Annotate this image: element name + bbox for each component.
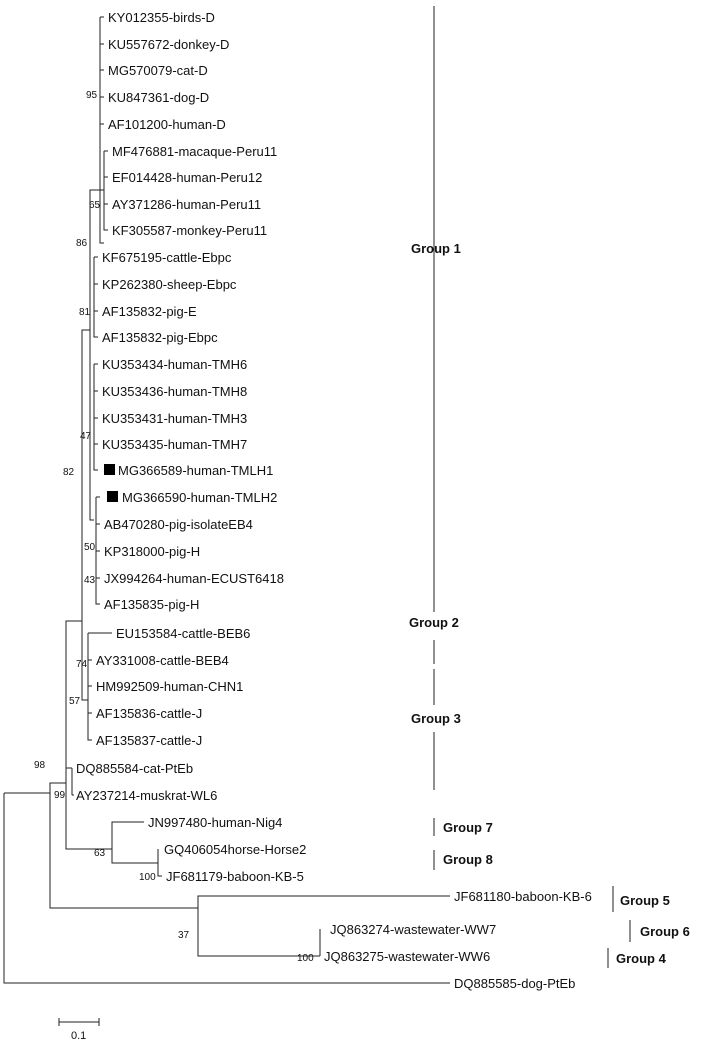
group-label: Group 3: [411, 711, 461, 726]
leaf-label: KU353435-human-TMH7: [102, 437, 247, 452]
leaf-label: JF681179-baboon-KB-5: [166, 869, 304, 884]
leaf-label: AY331008-cattle-BEB4: [96, 653, 229, 668]
group-label: Group 5: [620, 893, 670, 908]
group-label: Group 6: [640, 924, 690, 939]
leaf-label: MG570079-cat-D: [108, 63, 208, 78]
leaf-label: KU353431-human-TMH3: [102, 411, 247, 426]
leaf-label: AF135835-pig-H: [104, 597, 199, 612]
bootstrap-value: 63: [94, 848, 106, 859]
bootstrap-value: 99: [54, 790, 66, 801]
leaf-label: AF101200-human-D: [108, 117, 226, 132]
leaf-label: EU153584-cattle-BEB6: [116, 626, 250, 641]
tree-branches: [3, 16, 450, 984]
bootstrap-value: 100: [297, 953, 314, 964]
leaf-label: JX994264-human-ECUST6418: [104, 571, 284, 586]
scale-bar-label: 0.1: [71, 1030, 86, 1042]
group-label: Group 1: [411, 241, 461, 256]
leaf-label: DQ885584-cat-PtEb: [76, 761, 193, 776]
leaf-label: MG366589-human-TMLH1: [118, 463, 273, 478]
leaf-label: KP318000-pig-H: [104, 544, 200, 559]
leaf-label: JN997480-human-Nig4: [148, 815, 282, 830]
bootstrap-value: 82: [63, 467, 75, 478]
leaf-label: AF135837-cattle-J: [96, 733, 202, 748]
leaf-label: KY012355-birds-D: [108, 10, 215, 25]
leaf-label: GQ406054horse-Horse2: [164, 842, 306, 857]
bootstrap-value: 37: [178, 930, 190, 941]
bootstrap-value: 47: [80, 431, 92, 442]
leaf-label: EF014428-human-Peru12: [112, 170, 262, 185]
leaf-label: DQ885585-dog-PtEb: [454, 976, 575, 991]
bootstrap-value: 43: [84, 575, 96, 586]
group-label: Group 8: [443, 852, 493, 867]
leaf-label: MF476881-macaque-Peru11: [112, 144, 277, 159]
leaf-label: MG366590-human-TMLH2: [122, 490, 277, 505]
leaf-label: KF675195-cattle-Ebpc: [102, 250, 232, 265]
bootstrap-value: 98: [34, 760, 46, 771]
leaf-label: KP262380-sheep-Ebpc: [102, 277, 237, 292]
leaf-label: KF305587-monkey-Peru11: [112, 223, 267, 238]
group-label: Group 7: [443, 820, 493, 835]
bootstrap-value: 95: [86, 90, 98, 101]
group-brackets: Group 1 Group 2 Group 3 Group 7 Group 8 …: [409, 6, 690, 968]
bootstrap-value: 86: [76, 238, 88, 249]
leaf-label: JF681180-baboon-KB-6: [454, 889, 592, 904]
leaf-label: KU353434-human-TMH6: [102, 357, 247, 372]
sequence-marker-icon: [104, 464, 115, 475]
leaf-label: AB470280-pig-isolateEB4: [104, 517, 253, 532]
bootstrap-value: 81: [79, 307, 91, 318]
leaf-label: AF135832-pig-Ebpc: [102, 330, 218, 345]
leaf-label: AF135832-pig-E: [102, 304, 197, 319]
group-label: Group 4: [616, 951, 667, 966]
leaf-label: KU847361-dog-D: [108, 90, 209, 105]
leaf-label: JQ863274-wastewater-WW7: [330, 922, 496, 937]
sequence-marker-icon: [107, 491, 118, 502]
leaf-label: KU353436-human-TMH8: [102, 384, 247, 399]
bootstrap-value: 57: [69, 696, 81, 707]
bootstrap-value: 65: [89, 200, 101, 211]
bootstrap-value: 50: [84, 542, 96, 553]
leaf-labels: KY012355-birds-D KU557672-donkey-D MG570…: [76, 10, 592, 991]
leaf-label: JQ863275-wastewater-WW6: [324, 949, 490, 964]
bootstrap-values: 95 65 86 81 47 82 50 43 74 57 98 99 63 1…: [34, 90, 314, 964]
leaf-label: AF135836-cattle-J: [96, 706, 202, 721]
leaf-label: HM992509-human-CHN1: [96, 679, 243, 694]
leaf-label: AY237214-muskrat-WL6: [76, 788, 217, 803]
leaf-label: KU557672-donkey-D: [108, 37, 229, 52]
group-label: Group 2: [409, 615, 459, 630]
bootstrap-value: 100: [139, 872, 156, 883]
scale-bar: 0.1: [58, 1018, 100, 1042]
leaf-label: AY371286-human-Peru11: [112, 197, 261, 212]
bootstrap-value: 74: [76, 659, 88, 670]
